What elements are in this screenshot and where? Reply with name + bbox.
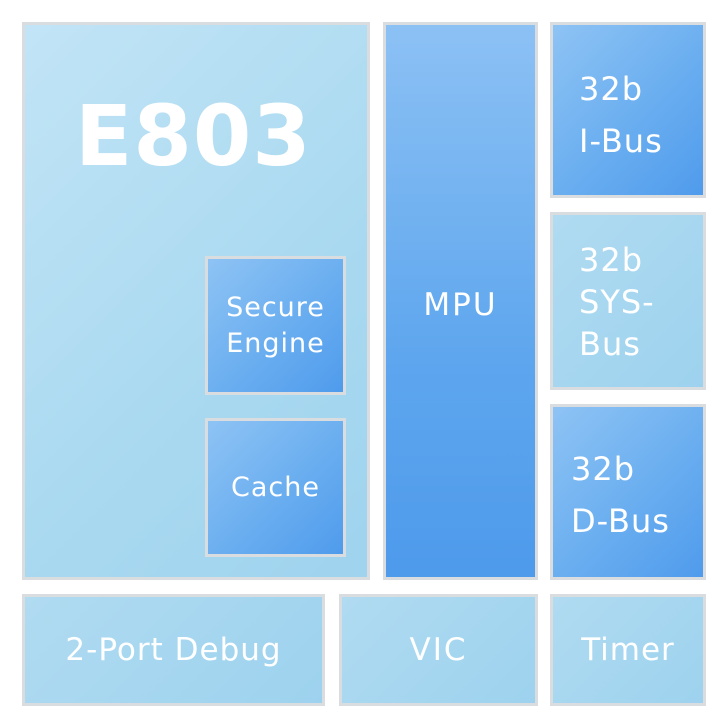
sysbus-label: 32b SYS- Bus xyxy=(579,241,655,363)
core-title: E803 xyxy=(75,87,312,185)
mpu-block: MPU xyxy=(383,22,538,580)
cache-label: Cache xyxy=(231,472,320,503)
ibus-block: 32b I-Bus xyxy=(550,22,706,198)
cache-block: Cache xyxy=(205,418,346,557)
dbus-block: 32b D-Bus xyxy=(550,404,706,580)
debug-label: 2-Port Debug xyxy=(65,632,282,668)
secure-engine-block: Secure Engine xyxy=(205,256,346,395)
core-block: E803 Secure Engine Cache xyxy=(22,22,370,580)
ibus-label: 32b I-Bus xyxy=(579,70,663,160)
mpu-label: MPU xyxy=(423,287,498,323)
vic-label: VIC xyxy=(409,632,468,668)
timer-block: Timer xyxy=(550,594,706,706)
timer-label: Timer xyxy=(581,632,675,668)
sysbus-block: 32b SYS- Bus xyxy=(550,212,706,390)
secure-engine-label: Secure Engine xyxy=(226,291,325,359)
debug-block: 2-Port Debug xyxy=(22,594,325,706)
dbus-label: 32b D-Bus xyxy=(571,450,670,540)
vic-block: VIC xyxy=(339,594,538,706)
